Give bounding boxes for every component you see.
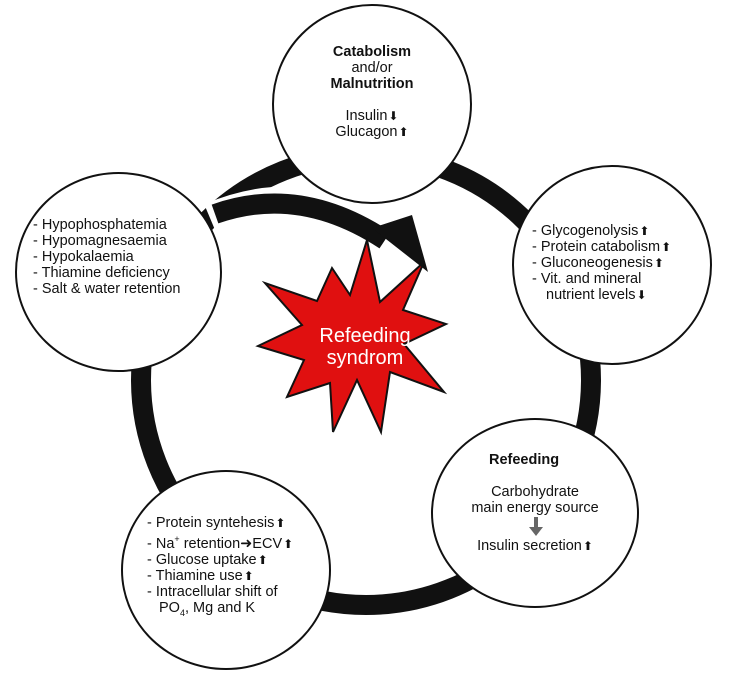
- center-label-line2: syndrom: [326, 347, 404, 369]
- node-refeeding-text: Refeeding Carbohydrate main energy sourc…: [431, 452, 639, 554]
- vit-mineral-line1: - Vit. and mineral: [532, 271, 642, 287]
- node-metabolic-response: [512, 165, 712, 365]
- thiamine-use-up: - Thiamine use: [147, 568, 254, 584]
- cycle-arrowhead: [372, 215, 428, 272]
- right-arrow-icon: ➜: [240, 535, 253, 552]
- node-catabolism-title1: Catabolism: [332, 44, 412, 60]
- gluconeogenesis-up: - Gluconeogenesis: [532, 255, 664, 271]
- down-arrow-icon: [431, 516, 639, 538]
- thiamine-deficiency: - Thiamine deficiency: [33, 265, 170, 281]
- intracellular-shift: - Intracellular shift of: [147, 583, 278, 600]
- vit-mineral-down: nutrient levels: [546, 287, 647, 303]
- salt-water-retention: - Salt & water retention: [33, 281, 181, 297]
- node-metabolic-response-text: - Glycogenolysis - Protein catabolism - …: [532, 223, 671, 303]
- hypophosphatemia: - Hypophosphatemia: [33, 217, 167, 233]
- insulin-secretion-up: Insulin secretion: [477, 538, 593, 554]
- node-complications: [15, 172, 222, 372]
- glycogenolysis-up: - Glycogenolysis: [532, 223, 649, 239]
- center-starburst: [255, 236, 449, 436]
- node-metabolic-shift-text: - Protein syntehesis - Na+ retention➜ECV…: [147, 515, 293, 621]
- hypokalaemia: - Hypokalaemia: [33, 249, 134, 265]
- center-label: Refeeding syndrom: [300, 325, 430, 369]
- sodium-retention: - Na+ retention➜ECV: [147, 531, 293, 552]
- node-catabolism-title2: and/or: [351, 60, 393, 76]
- carbohydrate-line2: main energy source: [471, 500, 599, 516]
- glucagon-up: Glucagon: [335, 124, 408, 140]
- cycle-arrow-shaft: [211, 193, 391, 249]
- node-catabolism-title3: Malnutrition: [330, 76, 414, 92]
- protein-synthesis-up: - Protein syntehesis: [147, 515, 285, 531]
- node-catabolism: [272, 4, 472, 204]
- carbohydrate-line1: Carbohydrate: [491, 484, 579, 500]
- insulin-down: Insulin: [346, 108, 399, 124]
- node-refeeding-title: Refeeding: [489, 452, 560, 468]
- center-label-line1: Refeeding: [319, 325, 411, 347]
- node-metabolic-shift: [121, 470, 331, 670]
- node-refeeding: [431, 418, 639, 608]
- node-complications-text: - Hypophosphatemia - Hypomagnesaemia - H…: [33, 217, 181, 297]
- electrolytes-line: PO4, Mg and K: [159, 599, 256, 618]
- glucose-uptake-up: - Glucose uptake: [147, 552, 268, 568]
- hypomagnesaemia: - Hypomagnesaemia: [33, 233, 167, 249]
- protein-catabolism-up: - Protein catabolism: [532, 239, 671, 255]
- node-catabolism-text: Catabolism and/or Malnutrition Insulin G…: [272, 44, 472, 140]
